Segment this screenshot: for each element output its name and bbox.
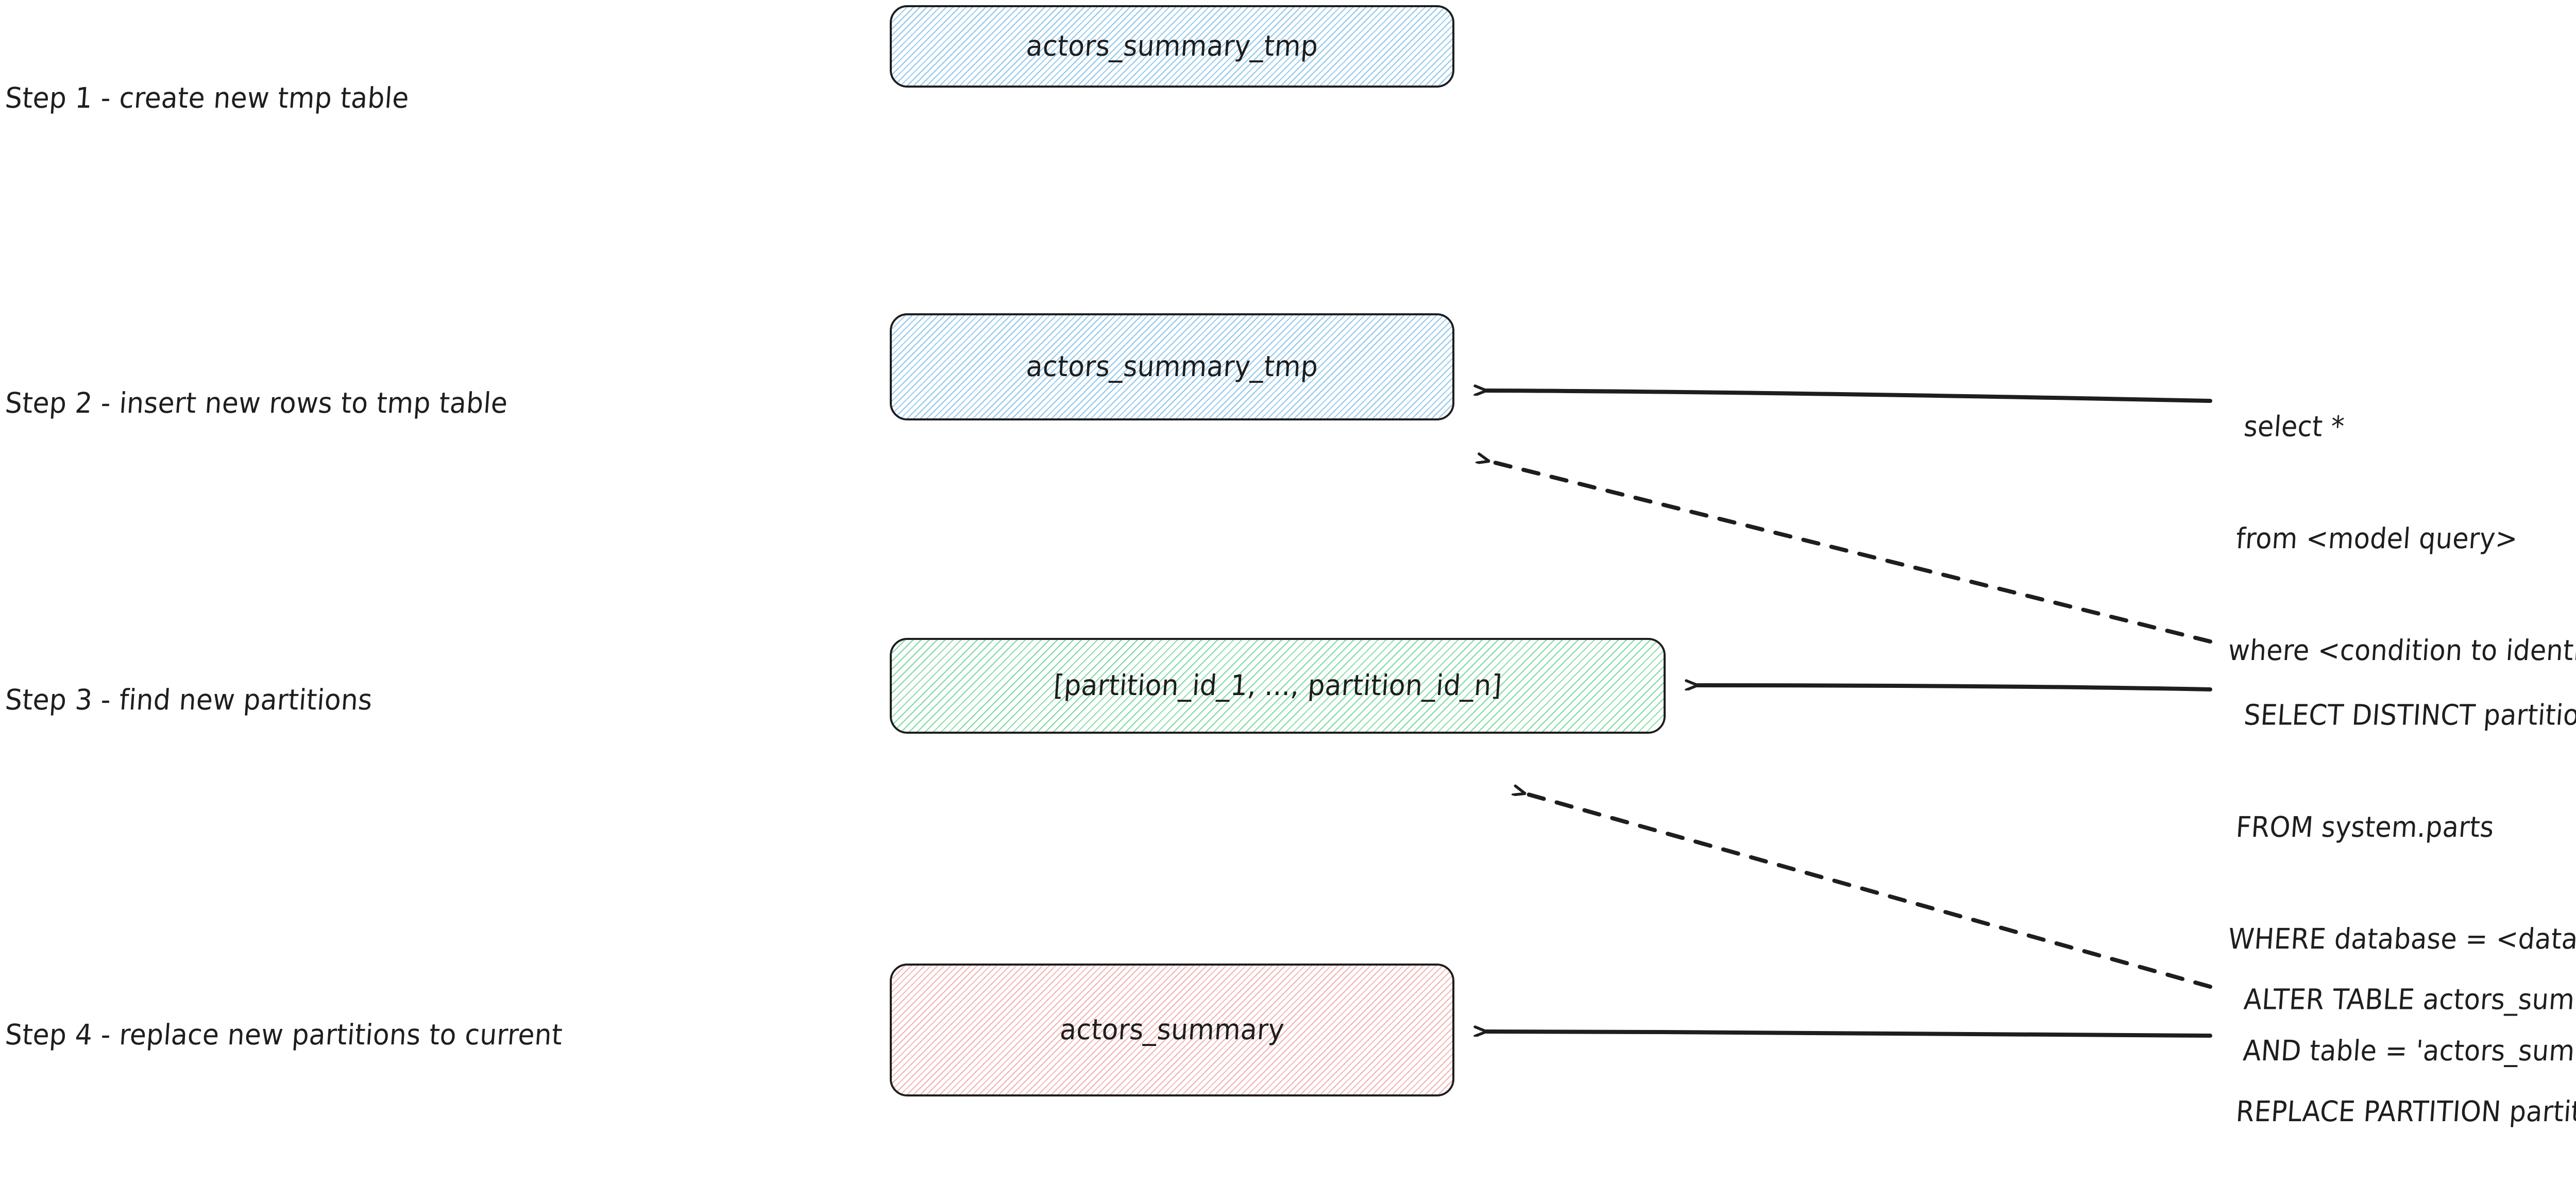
- arrow-find-partitions-to-list: [1698, 685, 2212, 691]
- node-label: actors_summary: [1059, 1014, 1285, 1046]
- node-label: actors_summary_tmp: [1025, 30, 1319, 63]
- arrow-partitions-to-replace: [1525, 793, 2212, 989]
- node-actors-summary-tmp-step2[interactable]: actors_summary_tmp: [890, 313, 1454, 420]
- step-label-4: Step 4 - replace new partitions to curre…: [4, 1019, 564, 1052]
- step-label-1: Step 1 - create new tmp table: [4, 82, 410, 115]
- code-line: SELECT DISTINCT partition_id: [2243, 699, 2576, 732]
- arrow-tmp-to-find-partitions: [1489, 461, 2212, 644]
- node-label: [partition_id_1, ..., partition_id_n]: [1052, 669, 1503, 702]
- arrow-replace-to-actors-summary: [1486, 1032, 2212, 1038]
- code-line: select *: [2243, 411, 2346, 444]
- node-actors-summary[interactable]: actors_summary: [890, 964, 1454, 1096]
- code-line: REPLACE PARTITION partition_id_1: [2234, 1095, 2576, 1128]
- code-line: FROM system.parts: [2234, 811, 2495, 844]
- hachure-fill-blue: [892, 315, 1452, 418]
- code-line: from <model query>: [2234, 522, 2519, 555]
- step-label-2: Step 2 - insert new rows to tmp table: [4, 387, 509, 420]
- node-actors-summary-tmp-step1[interactable]: actors_summary_tmp: [890, 5, 1454, 88]
- code-line: ALTER TABLE actors_summary: [2243, 984, 2576, 1017]
- node-partition-id-list[interactable]: [partition_id_1, ..., partition_id_n]: [890, 638, 1666, 734]
- step-label-3: Step 3 - find new partitions: [4, 684, 374, 717]
- code-block-replace-partitions: ALTER TABLE actors_summary REPLACE PARTI…: [2198, 907, 2576, 1199]
- hachure-fill-blue: [892, 7, 1452, 86]
- node-label: actors_summary_tmp: [1025, 350, 1319, 383]
- hachure-fill-green: [892, 640, 1664, 732]
- hachure-fill-pink: [892, 966, 1452, 1094]
- arrow-insert-to-tmp: [1486, 391, 2212, 403]
